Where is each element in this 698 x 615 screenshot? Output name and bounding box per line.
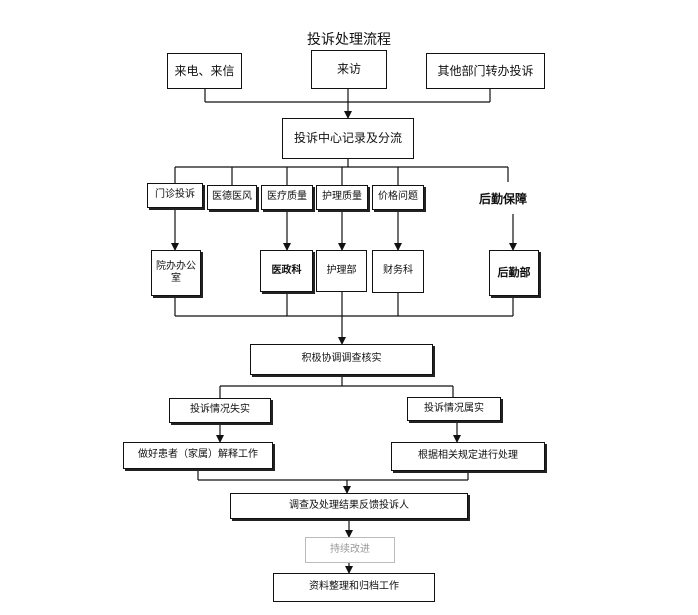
archive-box: 资料整理和归档工作 (273, 573, 435, 602)
category-logistics: 后勤保障 (478, 191, 527, 206)
action-explain: 做好患者（家属）解释工作 (123, 442, 273, 469)
action-handle: 根据相关规定进行处理 (391, 442, 545, 471)
outcome-true: 投诉情况属实 (407, 397, 501, 421)
diagram-title: 投诉处理流程 (307, 32, 391, 48)
dept-nursing: 护理部 (316, 250, 367, 292)
category-nursing-quality: 护理质量 (316, 185, 368, 210)
dept-hospital-office: 院办办公室 (151, 250, 201, 296)
improve-box: 持续改进 (305, 537, 395, 563)
category-pricing: 价格问题 (372, 185, 424, 210)
source-box-other-dept: 其他部门转办投诉 (426, 53, 545, 89)
source-box-phone-letter: 来电、来信 (167, 53, 242, 89)
source-box-visit: 来访 (311, 50, 387, 89)
investigate-box: 积极协调调查核实 (250, 344, 433, 375)
dept-medical-affairs: 医政科 (260, 250, 313, 292)
category-ethics: 医德医风 (207, 185, 257, 210)
category-outpatient: 门诊投诉 (147, 183, 203, 208)
outcome-untrue: 投诉情况失实 (169, 398, 271, 423)
complaint-center-box: 投诉中心记录及分流 (282, 118, 414, 159)
feedback-box: 调查及处理结果反馈投诉人 (230, 493, 468, 519)
dept-finance: 财务科 (372, 250, 424, 293)
dept-logistics: 后勤部 (489, 250, 539, 296)
category-medical-quality: 医疗质量 (261, 185, 313, 210)
